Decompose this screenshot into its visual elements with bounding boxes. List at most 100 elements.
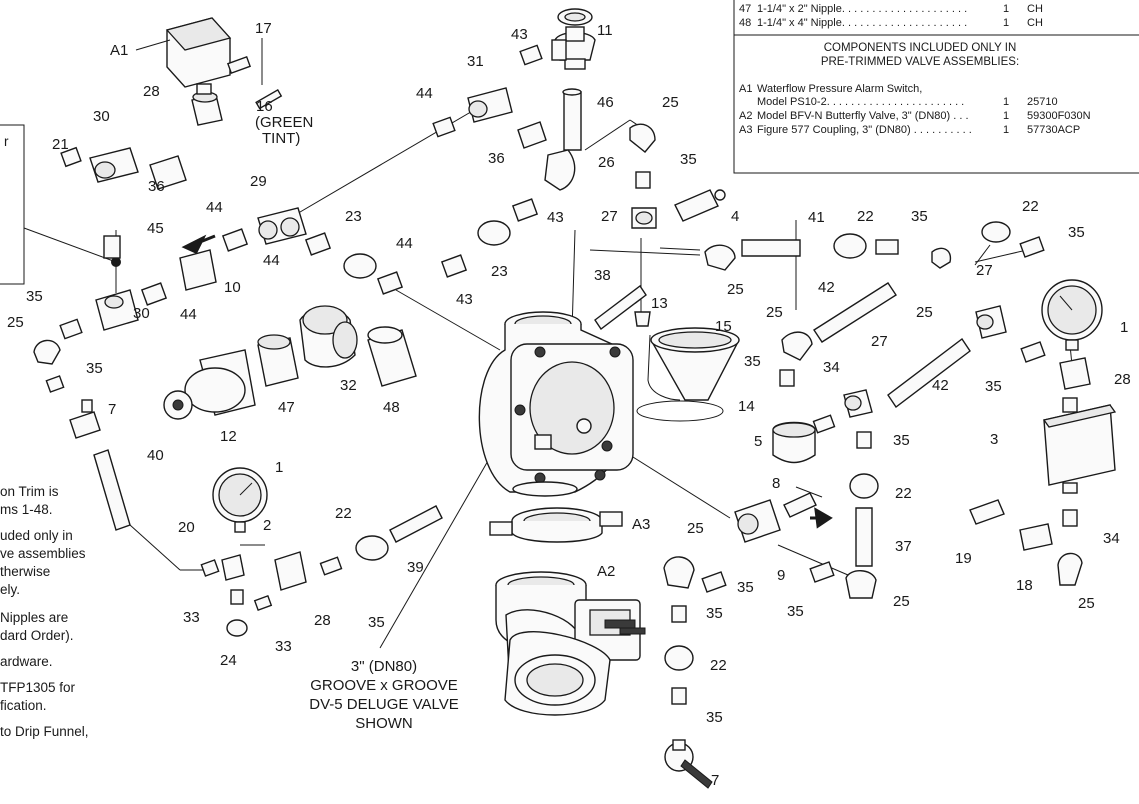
callout-28: 28 bbox=[143, 83, 160, 100]
table-item-number: A2 bbox=[739, 110, 752, 122]
flow-arrows bbox=[181, 234, 833, 529]
callout-2: 2 bbox=[263, 517, 271, 534]
note-line: on Trim is bbox=[0, 484, 59, 499]
callout-22: 22 bbox=[857, 208, 874, 225]
callout-39: 39 bbox=[407, 559, 424, 576]
table-description: Model BFV-N Butterfly Valve, 3" (DN80) .… bbox=[757, 110, 969, 122]
note-line: to Drip Funnel, bbox=[0, 724, 89, 739]
callout-9: 9 bbox=[777, 567, 785, 584]
callout-34: 34 bbox=[1103, 530, 1120, 547]
table-quantity: 1 bbox=[1003, 3, 1009, 15]
callout-27: 27 bbox=[976, 262, 993, 279]
fitting-4 bbox=[674, 189, 726, 222]
callout-44: 44 bbox=[206, 199, 223, 216]
table-description: Model PS10-2. . . . . . . . . . . . . . … bbox=[757, 96, 964, 108]
callout-16: 16 bbox=[256, 98, 273, 115]
callout-35: 35 bbox=[744, 353, 761, 370]
callout-19: 19 bbox=[955, 550, 972, 567]
tee-27-right bbox=[975, 305, 1007, 339]
table-item-number: A1 bbox=[739, 83, 752, 95]
note-line: Nipples are bbox=[0, 610, 68, 625]
tee-28-right bbox=[1059, 357, 1091, 390]
callout-4: 4 bbox=[731, 208, 739, 225]
fitting-18 bbox=[1019, 523, 1053, 551]
callout-21: 21 bbox=[52, 136, 69, 153]
callout-32: 32 bbox=[340, 377, 357, 394]
callout-20: 20 bbox=[178, 519, 195, 536]
elbow-25-left bbox=[33, 339, 61, 365]
callout-22: 22 bbox=[1022, 198, 1039, 215]
nipple-38 bbox=[594, 284, 647, 331]
callout-41: 41 bbox=[808, 209, 825, 226]
callout-7: 7 bbox=[108, 401, 116, 418]
note-line: therwise bbox=[0, 564, 50, 579]
note-line: ely. bbox=[0, 582, 20, 597]
caption-line: SHOWN bbox=[355, 715, 413, 732]
callout-3: 3 bbox=[990, 431, 998, 448]
callout-37: 37 bbox=[895, 538, 912, 555]
table-row: A3 Figure 577 Coupling, 3" (DN80) . . . … bbox=[739, 124, 1080, 136]
callout-13: 13 bbox=[651, 295, 668, 312]
callout-7: 7 bbox=[711, 772, 719, 789]
tee-28-top bbox=[191, 91, 223, 126]
tee-27-mid bbox=[843, 389, 873, 418]
callout-47: 47 bbox=[278, 399, 295, 416]
assembly-lines bbox=[111, 105, 1073, 649]
callout-35: 35 bbox=[985, 378, 1002, 395]
table-row: 48 1-1/4" x 4" Nipple. . . . . . . . . .… bbox=[739, 17, 1043, 29]
fitting-7-left bbox=[69, 399, 101, 439]
callout-25: 25 bbox=[727, 281, 744, 298]
callout-36: 36 bbox=[488, 150, 505, 167]
callout-35: 35 bbox=[893, 432, 910, 449]
callout-25: 25 bbox=[7, 314, 24, 331]
callout-17: 17 bbox=[255, 20, 272, 37]
callout-43: 43 bbox=[547, 209, 564, 226]
fitting-19 bbox=[969, 499, 1005, 525]
callout-35: 35 bbox=[787, 603, 804, 620]
callout-35: 35 bbox=[368, 614, 385, 631]
unions bbox=[343, 220, 1011, 671]
nipple-36b bbox=[517, 121, 547, 149]
elbow-25-bottom bbox=[663, 556, 695, 589]
callout-33: 33 bbox=[183, 609, 200, 626]
callout-23: 23 bbox=[345, 208, 362, 225]
callout-33: 33 bbox=[275, 638, 292, 655]
table-item-number: 47 bbox=[739, 3, 751, 15]
tee-30-bottom bbox=[95, 289, 139, 331]
left-note-box: r bbox=[0, 124, 117, 285]
flow-arrow-icon bbox=[181, 234, 216, 254]
callout-34: 34 bbox=[823, 359, 840, 376]
callout-25: 25 bbox=[916, 304, 933, 321]
callout-22: 22 bbox=[895, 485, 912, 502]
caption-line: DV-5 DELUGE VALVE bbox=[309, 696, 459, 713]
callout-22: 22 bbox=[335, 505, 352, 522]
elbow-25-mid2 bbox=[781, 331, 813, 361]
alarm-switch-a1 bbox=[165, 17, 232, 95]
table-row: A1 Waterflow Pressure Alarm Switch, Mode… bbox=[739, 83, 1058, 108]
callout-35: 35 bbox=[911, 208, 928, 225]
green-tint-label: (GREEN bbox=[255, 114, 313, 131]
callout-25: 25 bbox=[1078, 595, 1095, 612]
note-line: dard Order). bbox=[0, 628, 74, 643]
callout-26: 26 bbox=[598, 154, 615, 171]
table-description: Waterflow Pressure Alarm Switch, bbox=[757, 83, 922, 95]
valve-12 bbox=[163, 349, 256, 420]
callout-25: 25 bbox=[893, 593, 910, 610]
table-part-number: 59300F030N bbox=[1027, 110, 1091, 122]
table-description: 1-1/4" x 4" Nipple. . . . . . . . . . . … bbox=[757, 17, 967, 29]
callout-10: 10 bbox=[224, 279, 241, 296]
callout-14: 14 bbox=[738, 398, 755, 415]
fitting-32 bbox=[299, 305, 358, 368]
callout-44: 44 bbox=[263, 252, 280, 269]
elbow-25-bottom-mid bbox=[845, 570, 877, 599]
callout-36: 36 bbox=[148, 178, 165, 195]
callout-1: 1 bbox=[1120, 319, 1128, 336]
fitting-24 bbox=[226, 619, 248, 637]
callout-29: 29 bbox=[250, 173, 267, 190]
callout-31: 31 bbox=[467, 53, 484, 70]
callout-40: 40 bbox=[147, 447, 164, 464]
callout-35: 35 bbox=[86, 360, 103, 377]
valve-7-bottom bbox=[664, 739, 713, 789]
callout-labels: A1 17 28 16 (GREEN TINT) 30 21 36 29 44 … bbox=[7, 20, 1131, 789]
alarm-device-3 bbox=[1042, 397, 1117, 494]
